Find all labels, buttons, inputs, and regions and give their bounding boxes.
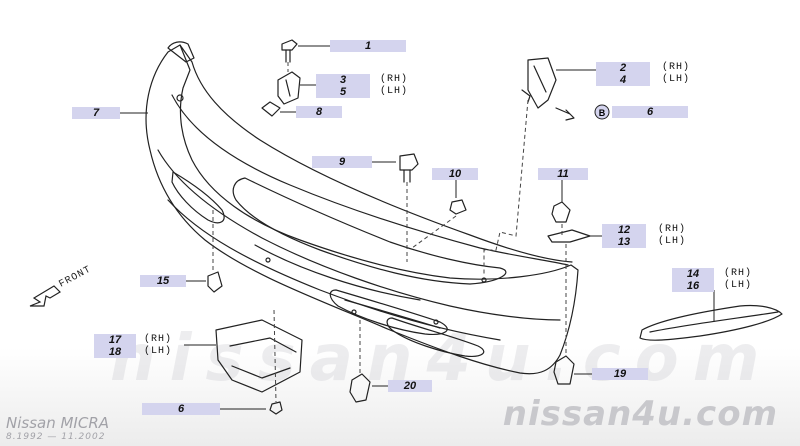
radiator-opening bbox=[232, 177, 507, 285]
callout-2-label: 2 bbox=[619, 62, 627, 74]
bumper-mid-crease bbox=[157, 149, 561, 321]
reference-b-circle bbox=[594, 104, 610, 120]
side-lh: (LH) bbox=[662, 74, 691, 85]
callout-15: 15 bbox=[140, 275, 186, 287]
callout-14-label: 14 bbox=[686, 268, 700, 280]
part-8-clip bbox=[261, 101, 281, 117]
callout-2-4-sides: (RH) (LH) bbox=[662, 62, 690, 86]
watermark: nissan4u.com bbox=[502, 394, 778, 434]
callout-7: 7 bbox=[72, 107, 120, 119]
part-9-bolt bbox=[399, 153, 419, 183]
part-6-screw-top bbox=[555, 107, 575, 121]
callout-3-5-sides: (RH) (LH) bbox=[380, 74, 408, 98]
part-19-clip bbox=[553, 355, 575, 385]
part-11-clip bbox=[551, 201, 571, 223]
part-15-clip bbox=[207, 271, 223, 293]
part-2-4-bracket bbox=[521, 57, 557, 109]
side-lh: (LH) bbox=[380, 86, 409, 97]
callout-17-18: 17 18 bbox=[94, 334, 136, 358]
callout-6-bottom: 6 bbox=[142, 403, 220, 415]
callout-20: 20 bbox=[388, 380, 432, 392]
callout-3-label: 3 bbox=[339, 74, 347, 86]
callout-13-label: 13 bbox=[617, 236, 631, 248]
part-14-16-molding bbox=[639, 304, 783, 341]
side-rh: (RH) bbox=[380, 74, 409, 85]
part-10-nut bbox=[449, 199, 467, 215]
left-fog-recess bbox=[171, 171, 225, 224]
part-6-screw-bottom bbox=[269, 401, 283, 415]
callout-14-16-sides: (RH) (LH) bbox=[724, 268, 752, 292]
part-12-13-bracket bbox=[547, 229, 591, 243]
callout-18-label: 18 bbox=[108, 346, 122, 358]
part-3-5-bracket bbox=[277, 71, 301, 105]
callout-12-13-sides: (RH) (LH) bbox=[658, 224, 686, 248]
callout-8: 8 bbox=[296, 106, 342, 118]
callout-6-top: 6 bbox=[612, 106, 688, 118]
part-17-18-bracket bbox=[215, 319, 303, 393]
callout-10: 10 bbox=[432, 168, 478, 180]
part-20-clip bbox=[349, 373, 371, 403]
callout-11: 11 bbox=[538, 168, 588, 180]
right-lower-vent bbox=[329, 289, 448, 335]
side-lh: (LH) bbox=[144, 346, 173, 357]
callout-12-13: 12 13 bbox=[602, 224, 646, 248]
side-rh: (RH) bbox=[724, 268, 753, 279]
reference-b-label: B bbox=[599, 108, 606, 118]
part-1-bolt bbox=[281, 39, 298, 63]
callout-5-label: 5 bbox=[339, 86, 347, 98]
bumper-cover bbox=[145, 44, 579, 375]
callout-19: 19 bbox=[592, 368, 648, 380]
bumper-upper-crease bbox=[171, 94, 569, 266]
callout-16-label: 16 bbox=[686, 280, 700, 292]
callout-17-label: 17 bbox=[108, 334, 122, 346]
model-years: 8.1992 — 11.2002 bbox=[6, 432, 106, 442]
side-rh: (RH) bbox=[144, 334, 173, 345]
model-name: Nissan MICRA bbox=[6, 414, 110, 432]
callout-17-18-sides: (RH) (LH) bbox=[144, 334, 172, 358]
front-arrow bbox=[29, 285, 61, 307]
side-rh: (RH) bbox=[662, 62, 691, 73]
callout-12-label: 12 bbox=[617, 224, 631, 236]
callout-4-label: 4 bbox=[619, 74, 627, 86]
callout-3-5: 3 5 bbox=[316, 74, 370, 98]
side-lh: (LH) bbox=[658, 236, 687, 247]
right-fog-recess bbox=[386, 317, 485, 357]
side-lh: (LH) bbox=[724, 280, 753, 291]
callout-14-16: 14 16 bbox=[672, 268, 714, 292]
callout-9: 9 bbox=[312, 156, 372, 168]
side-rh: (RH) bbox=[658, 224, 687, 235]
bumper-top-edge bbox=[179, 44, 573, 263]
bumper-lower-crease bbox=[167, 199, 501, 341]
callout-2-4: 2 4 bbox=[596, 62, 650, 86]
left-mount-tab bbox=[167, 41, 195, 63]
callout-1: 1 bbox=[330, 40, 406, 52]
